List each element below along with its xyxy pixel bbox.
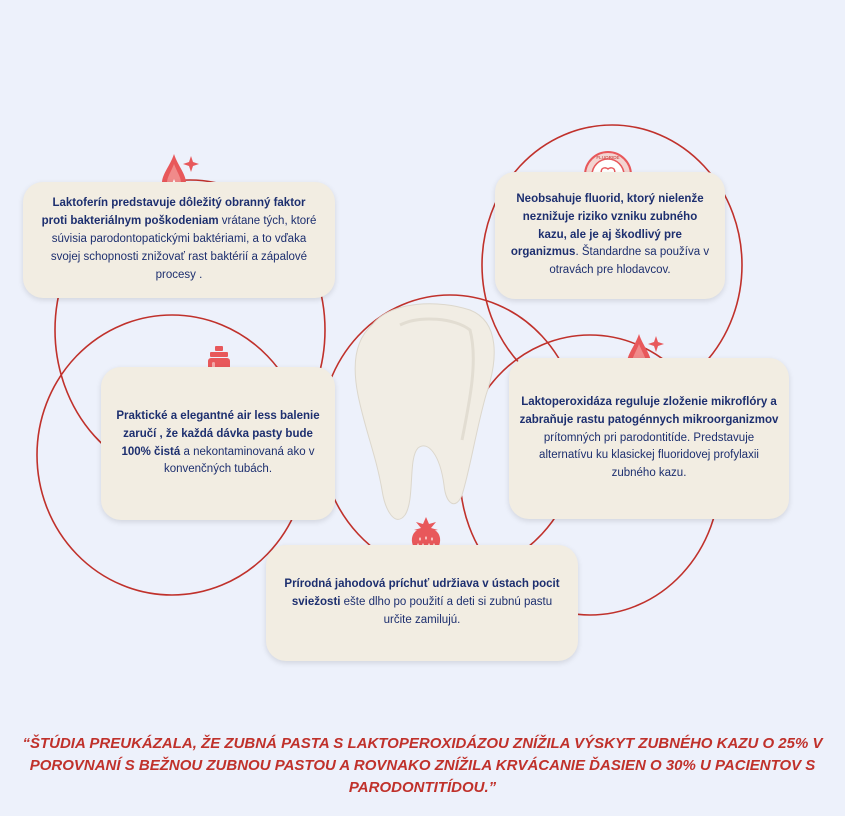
fluoride-bold: Neobsahuje fluorid, ktorý nielenže nezni… xyxy=(510,192,704,259)
fluoride-text: Neobsahuje fluorid, ktorý nielenže nezni… xyxy=(507,191,713,280)
strawberry-flavor-card: Prírodná jahodová príchuť udržiava v úst… xyxy=(266,545,578,661)
strawberry-regular: ešte dlho po použití a deti si zubnú pas… xyxy=(340,596,553,626)
airless-text: Praktické a elegantné air less balenie z… xyxy=(115,408,321,479)
airless-bold: Praktické a elegantné air less balenie z… xyxy=(116,409,320,458)
lactoperoxidase-card: Laktoperoxidáza reguluje zloženie mikrof… xyxy=(509,358,789,519)
lactoferin-regular: vrátane tých, ktoré súvisia parodontopat… xyxy=(50,215,317,281)
study-quote: “ŠTÚDIA PREUKÁZALA, ŽE ZUBNÁ PASTA S LAK… xyxy=(22,735,823,796)
tooth-illustration xyxy=(354,303,495,520)
lactoferin-bold: Laktoferín predstavuje dôležitý obranný … xyxy=(41,197,306,228)
badge-top-text: FLUORIDE xyxy=(596,155,619,160)
lactoferin-text: Laktoferín predstavuje dôležitý obranný … xyxy=(41,195,317,284)
lactoperoxidase-text: Laktoperoxidáza reguluje zloženie mikrof… xyxy=(519,394,779,483)
fluoride-regular: . Štandardne sa používa v otravách pre h… xyxy=(549,246,710,277)
strawberry-bold: Prírodná jahodová príchuť udržiava v úst… xyxy=(284,578,560,609)
fluoride-free-card: Neobsahuje fluorid, ktorý nielenže nezni… xyxy=(495,172,725,299)
airless-packaging-card: Praktické a elegantné air less balenie z… xyxy=(101,367,335,520)
strawberry-text: Prírodná jahodová príchuť udržiava v úst… xyxy=(282,576,562,629)
lactoperoxidase-regular: prítomných pri parodontitíde. Predstavuj… xyxy=(539,431,759,480)
airless-regular: a nekontaminovaná ako v konvenčných tubá… xyxy=(163,445,315,476)
lactoferin-card: Laktoferín predstavuje dôležitý obranný … xyxy=(23,182,335,298)
lactoperoxidase-bold: Laktoperoxidáza reguluje zloženie mikrof… xyxy=(519,395,779,426)
